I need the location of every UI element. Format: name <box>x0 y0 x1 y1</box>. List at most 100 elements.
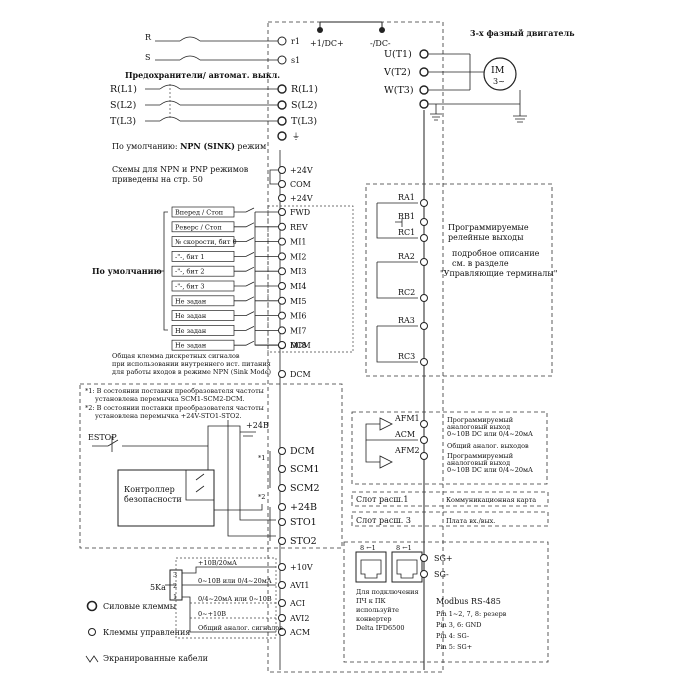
p24v-terminal-1[interactable] <box>278 166 286 174</box>
relay-terminal[interactable] <box>420 258 428 266</box>
sto-terminal[interactable] <box>278 518 286 526</box>
w-label: W(T3) <box>384 85 414 96</box>
sto-term-label: STO1 <box>290 517 317 528</box>
motor-phase: 3~ <box>493 77 505 86</box>
relay-terminal[interactable] <box>420 358 428 366</box>
relay-section: "Управляющие терминалы" <box>440 269 557 278</box>
relay-terminal[interactable] <box>420 218 428 226</box>
motor-ground-icon <box>513 115 527 123</box>
rl1-terminal[interactable] <box>277 84 287 94</box>
dig-input-desc: -"-, бит 3 <box>175 283 205 291</box>
p24v-terminal-2[interactable] <box>278 194 286 202</box>
dig-input-terminal[interactable] <box>278 267 286 276</box>
dig-input-desc: Не задан <box>175 342 206 350</box>
ground-symbol-left: ⏚ <box>292 132 300 141</box>
ground-terminal-right[interactable] <box>419 99 429 109</box>
sl2-terminal[interactable] <box>277 100 287 110</box>
afm-terminal[interactable] <box>420 452 428 460</box>
sto-terminal[interactable] <box>278 503 286 511</box>
sto-mark1: *1 <box>258 454 265 462</box>
dig-input-switch-icon <box>234 296 278 302</box>
rs485-terminal[interactable] <box>420 554 428 562</box>
u-terminal[interactable] <box>419 49 429 59</box>
rj45-port-1-label: 8 ←1 <box>360 544 376 552</box>
rs485-terminal[interactable] <box>420 570 428 578</box>
dig-input-terminal[interactable] <box>278 326 286 335</box>
rs485-pin-2: Pin 3, 6: GND <box>436 621 481 629</box>
relay-terminal[interactable] <box>420 234 428 242</box>
rj45-port-2[interactable] <box>391 551 423 583</box>
dc-plus-terminal <box>317 27 323 33</box>
p24-source-icon <box>240 431 256 437</box>
com-terminal[interactable] <box>278 180 286 188</box>
dig-input-terminal[interactable] <box>278 222 286 231</box>
tl3-terminal[interactable] <box>277 116 287 126</box>
ai-terminal[interactable] <box>278 599 286 607</box>
dig-input-term-label: MI8 <box>290 341 306 350</box>
drive-ground-icon <box>430 104 442 121</box>
dig-input-switch-icon <box>234 222 278 228</box>
dcm-terminal[interactable] <box>278 341 286 349</box>
dig-input-switch-icon <box>234 281 278 287</box>
sl2-label: S(L2) <box>291 100 317 111</box>
controller-box[interactable] <box>117 469 215 527</box>
dcm2-terminal[interactable] <box>278 370 286 378</box>
ai-term-label: ACM <box>289 628 310 637</box>
dig-input-terminal[interactable] <box>278 282 286 290</box>
rj45-port-1-jack-icon <box>360 559 382 579</box>
ai-terminal[interactable] <box>278 614 286 622</box>
common-note: Общая клемма дискретных сигналов при исп… <box>112 352 273 376</box>
slot3-box[interactable] <box>351 511 549 527</box>
sto-terminal[interactable] <box>278 465 286 473</box>
dig-input-switch-icon <box>234 252 278 257</box>
afm-terminal[interactable] <box>420 436 428 444</box>
relay2-contact <box>376 261 418 299</box>
v-terminal[interactable] <box>419 67 429 77</box>
ai-term-label: +10V <box>290 563 313 572</box>
afm-terminal[interactable] <box>420 420 428 428</box>
relay-term-label: RA3 <box>398 316 415 325</box>
ai-terminal[interactable] <box>278 581 286 589</box>
mains-l3-label: T(L3) <box>110 116 136 127</box>
relay-term-label: RA1 <box>398 193 415 202</box>
ai-terminal[interactable] <box>278 628 286 636</box>
legend-shield-icon <box>85 655 99 663</box>
sto-terminal[interactable] <box>278 537 286 545</box>
input-s-label: S <box>145 53 150 62</box>
relay-terminal[interactable] <box>420 199 428 207</box>
ai-terminal[interactable] <box>278 563 286 571</box>
dig-input-terminal[interactable] <box>278 311 286 320</box>
dig-input-desc: Реверс / Стоп <box>175 223 222 231</box>
mains-l2-label: S(L2) <box>110 100 136 111</box>
p24-source-label: +24В <box>246 421 269 430</box>
dig-input-terminal[interactable] <box>278 252 286 261</box>
dig-input-desc: Вперед / Стоп <box>175 209 223 217</box>
rs485-box <box>343 541 549 663</box>
dig-input-switch-icon <box>234 311 278 316</box>
sto-terminal[interactable] <box>278 447 286 455</box>
dig-inputs-bracket <box>158 211 168 331</box>
sto-terminal[interactable] <box>278 484 286 492</box>
afm-term-label: AFM2 <box>394 446 420 455</box>
relay-terminal[interactable] <box>420 294 428 302</box>
dig-input-terminal[interactable] <box>278 296 286 305</box>
default-mode-text: По умолчанию: NPN (SINK) режим <box>112 141 266 151</box>
relay-terminal[interactable] <box>420 322 428 330</box>
sto-note1: *1: В состоянии поставки преобразователя… <box>85 387 266 403</box>
ground-terminal-left[interactable] <box>277 131 287 141</box>
motor-ground-wire <box>428 90 521 116</box>
controller-label: Контроллер безопасности <box>124 485 182 504</box>
rs485-title: Modbus RS-485 <box>436 597 501 606</box>
r1-terminal[interactable] <box>277 36 287 46</box>
w-terminal[interactable] <box>419 85 429 95</box>
slot1-box[interactable] <box>351 491 549 507</box>
s1-terminal[interactable] <box>277 55 287 65</box>
dig-input-terminal[interactable] <box>278 208 286 216</box>
dig-inputs-group-label: По умолчанию <box>92 266 162 276</box>
rj45-port-1[interactable] <box>355 551 387 583</box>
rs485-pin-3: Pin 4: SG- <box>436 632 469 640</box>
dig-input-terminal[interactable] <box>278 237 286 246</box>
dig-input-switch-icon <box>234 326 278 331</box>
